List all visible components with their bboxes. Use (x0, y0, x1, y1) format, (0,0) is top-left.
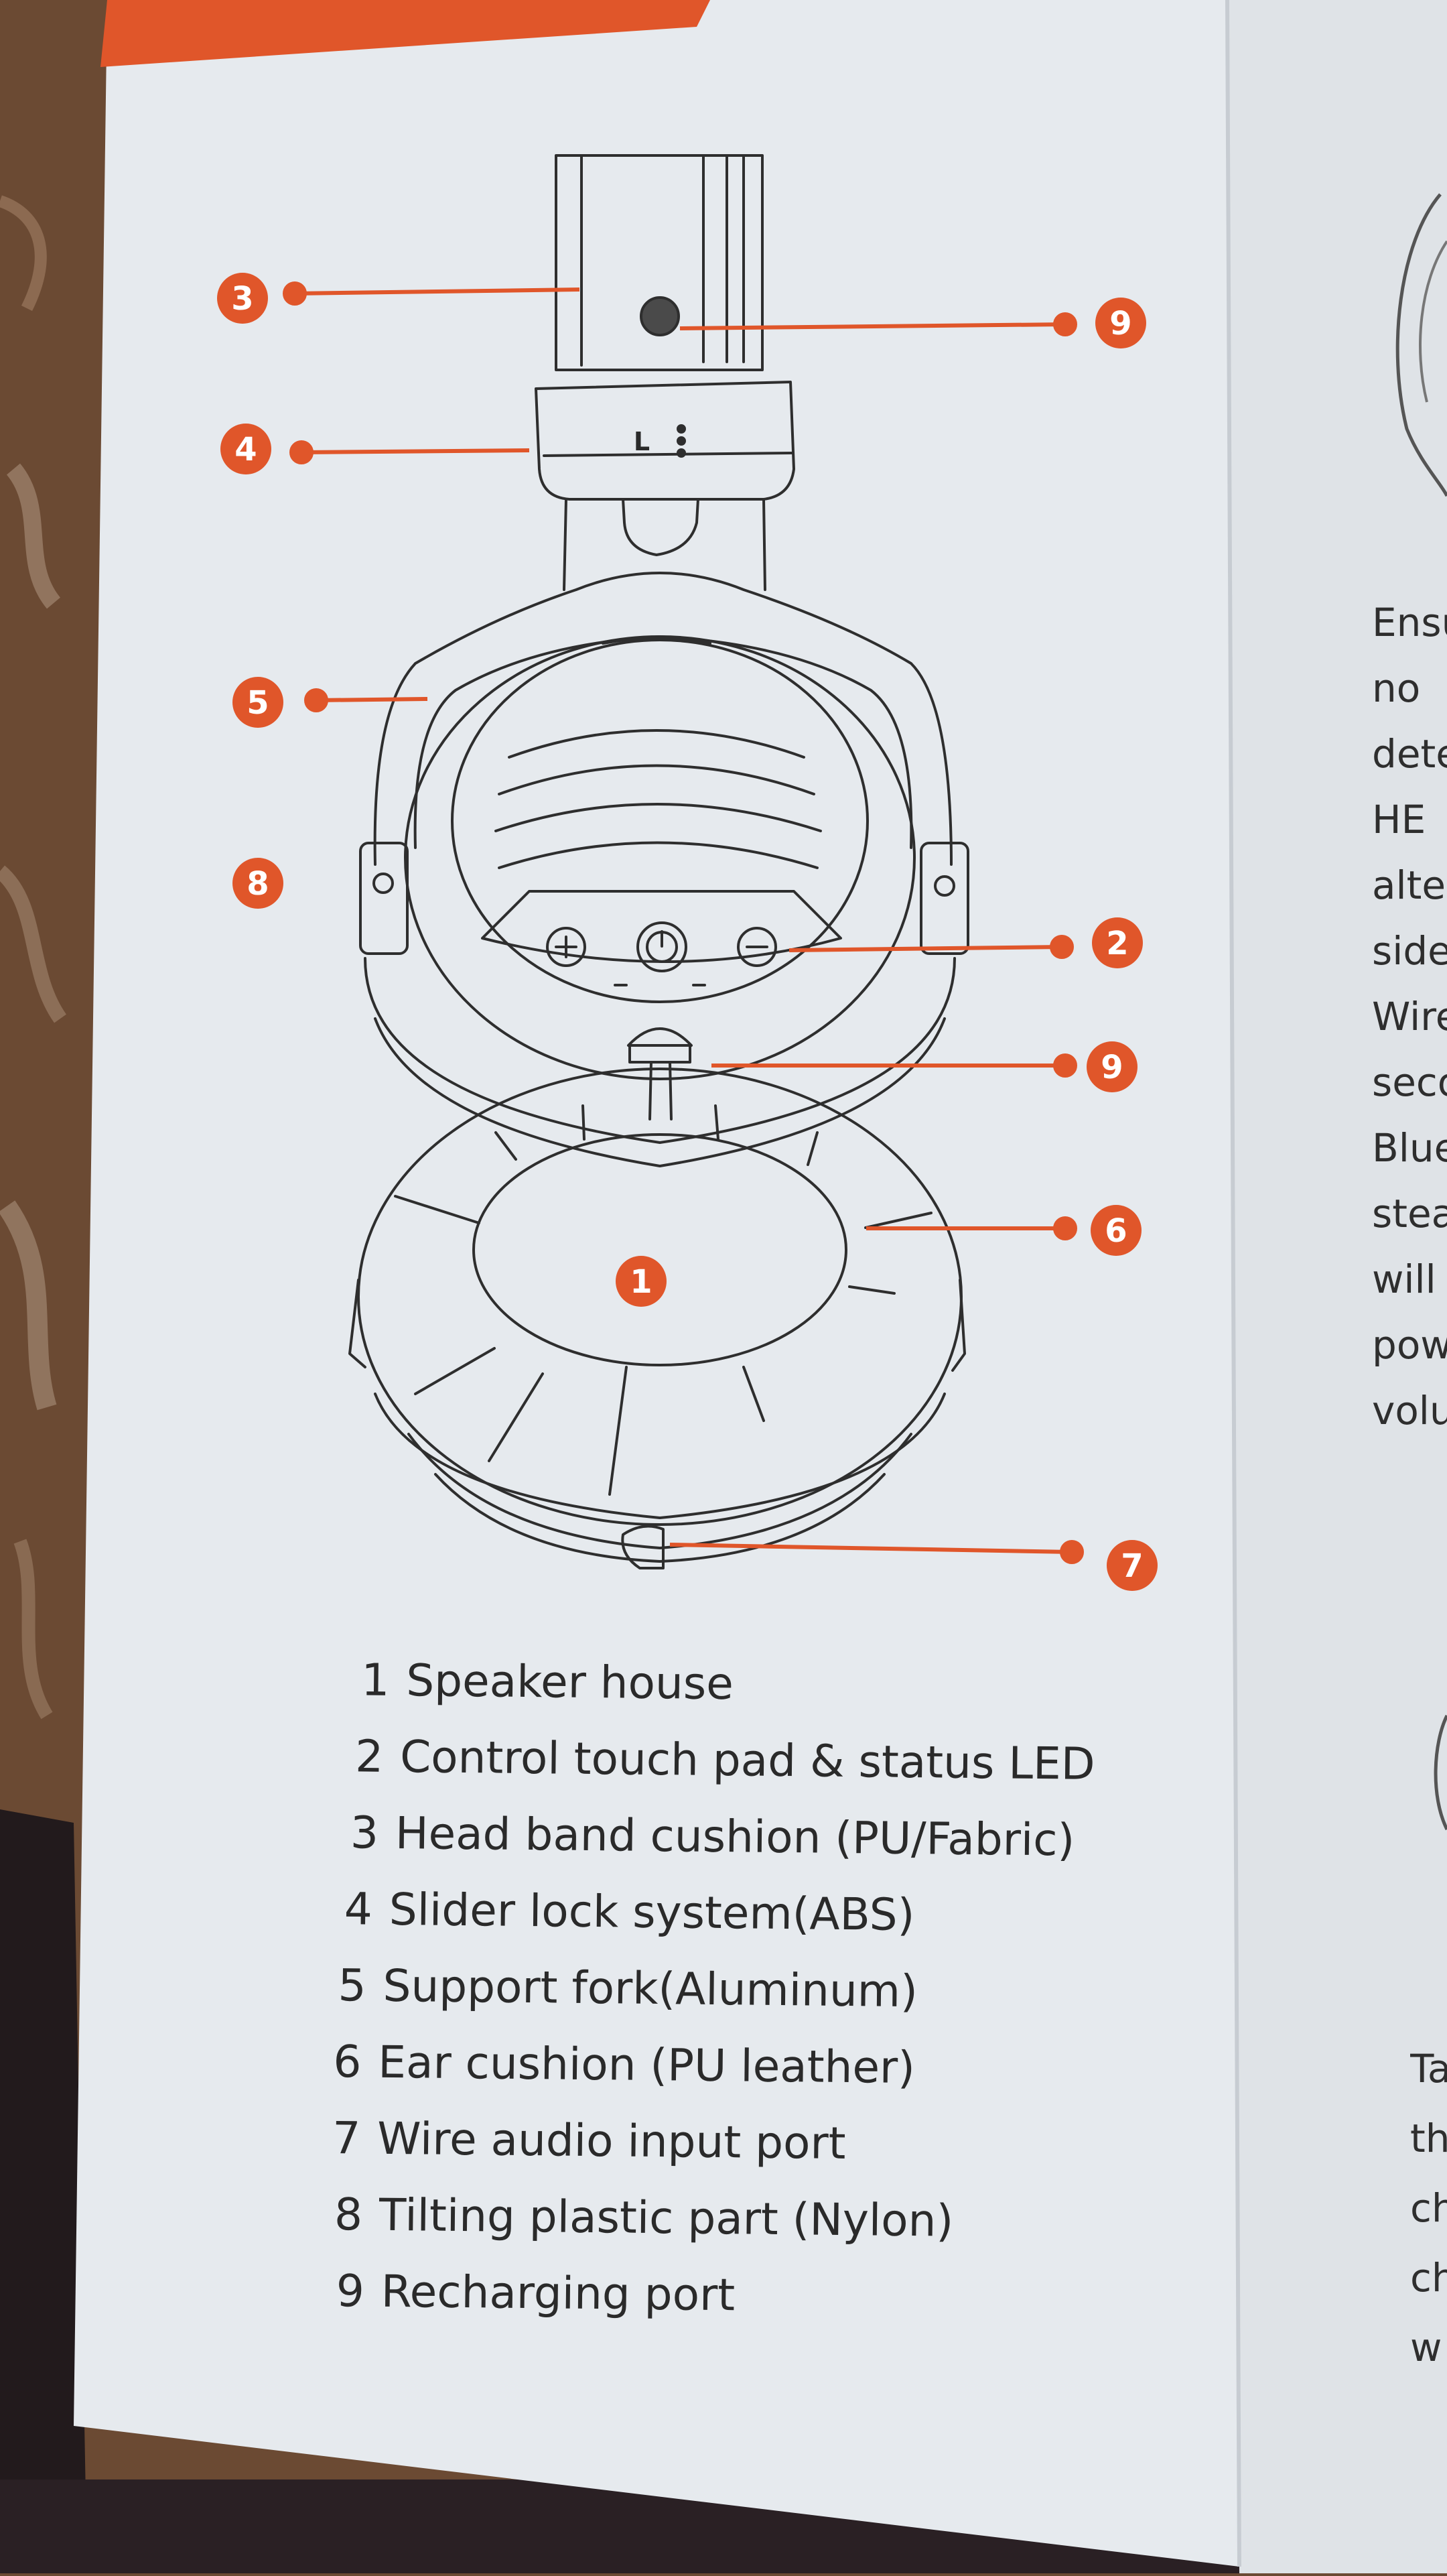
power-button-drawing (636, 921, 687, 972)
wood-grain (0, 195, 67, 1720)
legend-label: Slider lock system(ABS) (389, 1883, 915, 1941)
tilting-hinge-right (920, 842, 969, 955)
legend-row: 7 Wire audio input port (330, 2100, 1134, 2185)
recharging-port-top (640, 296, 680, 336)
text-fragment: will (1372, 1257, 1436, 1302)
svg-text:9: 9 (1109, 305, 1131, 342)
badge-5: 5 (232, 677, 283, 728)
badge-3: 3 (217, 273, 268, 324)
headband-slider (555, 154, 764, 371)
text-fragment: Blue (1372, 1125, 1447, 1171)
next-page-text-lower: Ta th ch ch w (1410, 2034, 1447, 2382)
badge-9-mid: 9 (1087, 1041, 1138, 1092)
text-fragment: stea (1372, 1191, 1447, 1236)
text-fragment: side (1372, 928, 1447, 974)
fold-line (1225, 0, 1241, 2567)
text-fragment: dete (1372, 731, 1447, 777)
badge-6: 6 (1091, 1205, 1142, 1256)
legend-row: 4 Slider lock system(ABS) (332, 1871, 1136, 1956)
svg-text:6: 6 (1105, 1212, 1127, 1250)
svg-text:8: 8 (247, 865, 269, 903)
legend-number: 4 (344, 1883, 373, 1935)
badge-7: 7 (1107, 1540, 1158, 1591)
legend-label: Ear cushion (PU leather) (378, 2036, 916, 2094)
legend-number: 5 (338, 1959, 367, 2012)
legend-number: 9 (336, 2265, 365, 2317)
legend-row: 1 Speaker house (334, 1642, 1139, 1727)
text-fragment: HE (1372, 797, 1426, 842)
legend-label: Wire audio input port (376, 2112, 846, 2170)
badge-8: 8 (232, 858, 283, 909)
legend-number: 6 (333, 2036, 362, 2088)
legend-row: 2 Control touch pad & status LED (334, 1718, 1138, 1803)
audio-port-drawing (621, 1525, 665, 1569)
text-fragment: Ta (1410, 2046, 1447, 2091)
legend-row: 5 Support fork(Aluminum) (331, 1947, 1135, 2033)
text-fragment: Wire (1372, 994, 1447, 1039)
tilting-hinge-left (359, 842, 409, 955)
legend-row: 3 Head band cushion (PU/Fabric) (332, 1795, 1137, 1880)
svg-text:7: 7 (1121, 1547, 1143, 1585)
text-fragment: alter (1372, 862, 1447, 908)
svg-text:2: 2 (1106, 925, 1128, 962)
badge-4: 4 (220, 424, 271, 474)
right-paper-panel (1226, 0, 1447, 2573)
legend-number: 8 (334, 2189, 363, 2241)
parts-legend: 1 Speaker house 2 Control touch pad & st… (328, 1642, 1139, 2338)
legend-label: Control touch pad & status LED (399, 1731, 1096, 1790)
text-fragment: volu (1372, 1388, 1447, 1433)
svg-text:3: 3 (231, 280, 253, 318)
legend-label: Head band cushion (PU/Fabric) (395, 1807, 1075, 1866)
legend-number: 2 (354, 1730, 384, 1783)
callout-lines (283, 281, 1084, 1564)
badge-2: 2 (1092, 917, 1143, 968)
legend-label: Tilting plastic part (Nylon) (378, 2189, 954, 2247)
badge-9-top: 9 (1095, 298, 1146, 348)
control-pad (481, 890, 842, 963)
legend-row: 9 Recharging port (328, 2253, 1132, 2338)
svg-text:1: 1 (630, 1263, 652, 1301)
text-fragment: ch (1410, 2185, 1447, 2231)
legend-number: 3 (350, 1807, 379, 1859)
legend-row: 6 Ear cushion (PU leather) (330, 2024, 1135, 2109)
svg-text:5: 5 (247, 684, 269, 722)
dark-fabric (0, 1809, 87, 2573)
text-fragment: ch (1410, 2255, 1447, 2301)
callout-badges: 3 9 4 5 8 2 9 (217, 273, 1158, 1591)
svg-text:9: 9 (1101, 1049, 1123, 1086)
header-banner (100, 0, 710, 67)
legend-label: Speaker house (405, 1655, 734, 1710)
text-fragment: w (1410, 2325, 1442, 2370)
text-fragment: Ensu (1372, 600, 1447, 645)
legend-number: 1 (361, 1654, 390, 1706)
next-page-text-upper: Ensu no dete HE alter side Wire seco Blu… (1372, 590, 1447, 1443)
svg-text:4: 4 (234, 431, 257, 468)
legend-label: Support fork(Aluminum) (383, 1959, 918, 2018)
text-fragment: no (1372, 665, 1421, 711)
minus-button-drawing (737, 927, 777, 967)
text-fragment: pow (1372, 1322, 1447, 1368)
legend-label: Recharging port (381, 2265, 736, 2321)
next-page-drawing (1395, 193, 1447, 497)
text-fragment: seco (1372, 1059, 1447, 1105)
plus-button-drawing (546, 927, 586, 967)
badge-1: 1 (616, 1256, 667, 1307)
legend-row: 8 Tilting plastic part (Nylon) (328, 2177, 1133, 2262)
text-fragment: th (1410, 2116, 1447, 2161)
legend-number: 7 (332, 2112, 361, 2165)
side-marker-label: L (634, 427, 650, 456)
